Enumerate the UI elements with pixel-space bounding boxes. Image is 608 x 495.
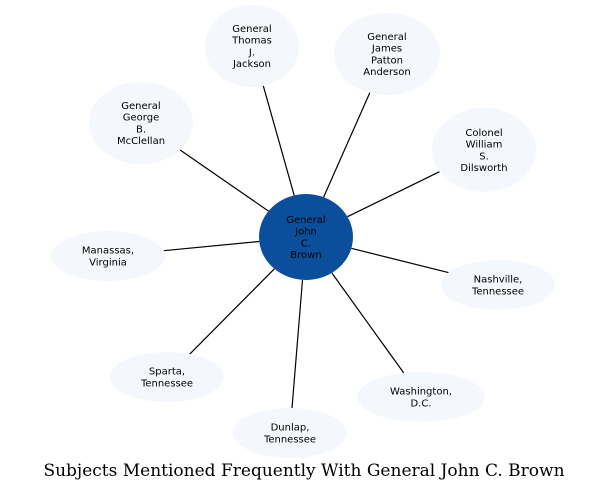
edge	[323, 92, 371, 198]
node-ellipse	[51, 231, 165, 281]
node: Nashville,Tennessee	[441, 260, 555, 310]
node-ellipse	[432, 108, 536, 192]
node: Sparta,Tennessee	[110, 352, 224, 402]
center-node-ellipse	[259, 194, 353, 280]
node-label: Washington,D.C.	[390, 387, 452, 410]
edge	[351, 247, 449, 274]
node-ellipse	[89, 82, 193, 164]
diagram-caption: Subjects Mentioned Frequently With Gener…	[43, 461, 565, 481]
edge	[179, 149, 269, 212]
edge	[262, 85, 295, 196]
node-label: Dunlap,Tennessee	[263, 423, 316, 446]
node-ellipse	[334, 13, 440, 95]
node: Manassas,Virginia	[51, 231, 165, 281]
edge	[163, 240, 260, 252]
node: Washington,D.C.	[357, 372, 485, 422]
edge	[331, 272, 405, 374]
node-label: Sparta,Tennessee	[140, 367, 193, 390]
node: Dunlap,Tennessee	[233, 408, 347, 458]
node-ellipse	[357, 372, 485, 422]
node-ellipse	[441, 260, 555, 310]
node-ellipse	[233, 408, 347, 458]
edge	[347, 171, 440, 218]
edge	[291, 279, 304, 409]
edge	[189, 268, 275, 355]
edges-layer	[163, 85, 449, 409]
node-label: Manassas,Virginia	[82, 246, 134, 269]
node-ellipse	[110, 352, 224, 402]
node-label: Nashville,Tennessee	[471, 275, 524, 298]
node-ellipse	[205, 5, 299, 87]
